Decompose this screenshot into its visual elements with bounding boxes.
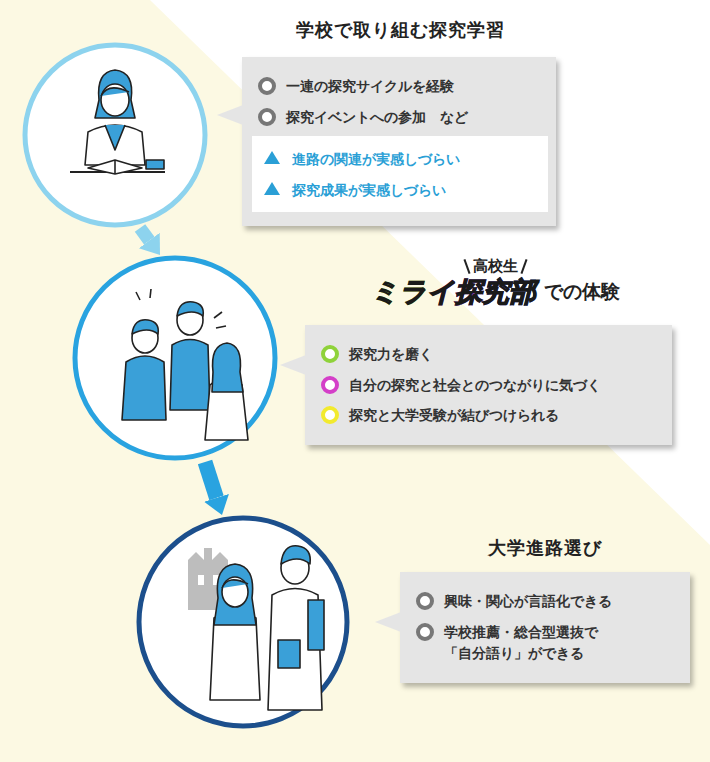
stage-circle	[25, 45, 205, 225]
bullet-text: 探究力を磨く	[349, 344, 433, 366]
heading-slash	[520, 259, 527, 274]
flow-arrow	[140, 228, 149, 241]
bullet-text: 探究と大学受験が結びつけられる	[349, 405, 559, 427]
bullet-text: 自分の探究と社会とのつながりに気づく	[349, 375, 601, 397]
heading-text: 学校で取り組む探究学習	[296, 18, 505, 42]
bullet-row: 進路の関連が実感しづらい	[262, 149, 538, 171]
heading-text: 大学進路選び	[488, 536, 602, 560]
ring-marker	[258, 108, 276, 126]
heading-text: 高校生	[473, 257, 518, 276]
bullet-row: 探究と大学受験が結びつけられる	[321, 405, 658, 427]
ring-marker	[416, 592, 434, 610]
logo-text: ミライ探究部	[371, 276, 536, 307]
ring-marker	[321, 406, 339, 424]
bullet-text: 一連の探究サイクルを経験	[286, 76, 454, 98]
bullet-row: 自分の探究と社会とのつながりに気づく	[321, 375, 658, 397]
ring-marker	[321, 345, 339, 363]
heading-row: ミライ探究部での体験	[345, 276, 645, 307]
stage-node: 高校生ミライ探究部での体験探究力を磨く自分の探究と社会とのつながりに気づく探究と…	[70, 255, 675, 462]
panel-tail	[217, 105, 243, 125]
info-panel: 一連の探究サイクルを経験探究イベントへの参加 など進路の関連が実感しづらい探究成…	[242, 57, 556, 226]
heading-row: 大学進路選び	[400, 536, 690, 560]
stage-circle	[75, 258, 275, 458]
stage-heading: 高校生ミライ探究部での体験	[345, 257, 645, 307]
triangle-marker	[264, 182, 280, 195]
panel-tail	[375, 612, 401, 632]
issue-box: 進路の関連が実感しづらい探究成果が実感しづらい	[252, 136, 548, 211]
stage-node: 学校で取り組む探究学習一連の探究サイクルを経験探究イベントへの参加 など進路の関…	[20, 12, 565, 228]
ring-marker	[416, 623, 434, 641]
bullet-text: 進路の関連が実感しづらい	[292, 149, 460, 171]
group-illustration	[122, 289, 248, 440]
bullet-text: 探究成果が実感しづらい	[292, 180, 446, 202]
triangle-marker	[264, 151, 280, 164]
info-panel: 探究力を磨く自分の探究と社会とのつながりに気づく探究と大学受験が結びつけられる	[305, 325, 672, 445]
bullet-row: 一連の探究サイクルを経験	[258, 76, 542, 98]
student-illustration	[70, 70, 165, 174]
stage-node: 大学進路選び興味・関心が言語化できる学校推薦・総合型選抜で 「自分語り」ができる	[136, 515, 693, 729]
stage-heading: 学校で取り組む探究学習	[240, 18, 560, 42]
bullet-text: 興味・関心が言語化できる	[444, 591, 612, 613]
bullet-row: 興味・関心が言語化できる	[416, 591, 676, 613]
panel-tail	[280, 355, 306, 375]
heading-slash	[463, 259, 470, 274]
bullet-group: 探究力を磨く自分の探究と社会とのつながりに気づく探究と大学受験が結びつけられる	[321, 344, 658, 427]
bullet-group: 興味・関心が言語化できる学校推薦・総合型選抜で 「自分語り」ができる	[416, 591, 676, 665]
campus-illustration	[188, 546, 324, 710]
bullet-text: 学校推薦・総合型選抜で 「自分語り」ができる	[444, 622, 676, 665]
bullet-row: 探究イベントへの参加 など	[258, 107, 542, 129]
heading-row: 高校生	[345, 257, 645, 276]
bullet-text: 探究イベントへの参加 など	[286, 107, 468, 129]
ring-marker	[258, 77, 276, 95]
bullet-row: 探究成果が実感しづらい	[262, 180, 538, 202]
heading-row: 学校で取り組む探究学習	[240, 18, 560, 42]
stage-circle	[139, 518, 347, 726]
flow-arrow	[205, 462, 217, 498]
bullet-row: 学校推薦・総合型選抜で 「自分語り」ができる	[416, 622, 676, 665]
bullet-row: 探究力を磨く	[321, 344, 658, 366]
bullet-group: 一連の探究サイクルを経験探究イベントへの参加 など	[258, 76, 542, 128]
stage-heading: 大学進路選び	[400, 536, 690, 560]
heading-text: での体験	[544, 279, 620, 305]
ring-marker	[321, 376, 339, 394]
info-panel: 興味・関心が言語化できる学校推薦・総合型選抜で 「自分語り」ができる	[400, 572, 690, 683]
